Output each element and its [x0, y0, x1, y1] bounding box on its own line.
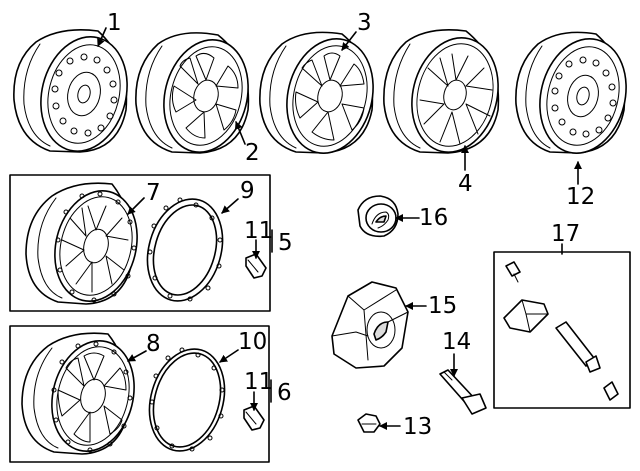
lug-nut-13[interactable]	[357, 413, 381, 433]
beadlock-wheel-7[interactable]	[25, 182, 148, 310]
callout-10: 10	[238, 329, 267, 355]
group-box-6	[9, 325, 270, 463]
center-cap-15[interactable]	[331, 281, 409, 369]
steel-wheel-12[interactable]	[515, 30, 638, 163]
callout-9: 9	[240, 178, 255, 204]
callout-7: 7	[146, 180, 161, 206]
steel-wheel-1[interactable]	[13, 28, 139, 161]
tpms-sensor-17[interactable]	[503, 261, 619, 401]
callout-15: 15	[428, 293, 457, 319]
callout-11-upper: 11	[244, 218, 273, 244]
callout-12: 12	[566, 184, 595, 210]
beadlock-ring-10[interactable]	[138, 340, 236, 460]
callout-5: 5	[278, 230, 293, 256]
leader-lines	[97, 27, 582, 430]
callout-numbers: 1 2 3 4 12 7 9 11 5 8 10 11 6 16 15 14 1…	[107, 10, 595, 440]
center-emblem-16[interactable]	[357, 195, 399, 238]
alloy-wheel-4[interactable]	[383, 29, 510, 162]
alloy-wheel-2[interactable]	[135, 31, 260, 161]
beadlock-ring-9[interactable]	[136, 190, 234, 310]
callout-13: 13	[403, 414, 432, 440]
callout-6: 6	[277, 380, 292, 406]
beadlock-wheel-8[interactable]	[21, 332, 145, 460]
callout-1: 1	[107, 10, 122, 36]
callout-11-lower: 11	[244, 369, 273, 395]
callout-2: 2	[245, 140, 260, 166]
callout-14: 14	[442, 329, 471, 355]
callout-4: 4	[458, 171, 473, 197]
callout-17: 17	[551, 221, 580, 247]
group-box-5	[9, 174, 271, 312]
alloy-wheel-3[interactable]	[259, 30, 385, 163]
valve-stem-14[interactable]	[439, 369, 487, 415]
callout-16: 16	[419, 205, 448, 231]
callout-3: 3	[357, 10, 372, 36]
callout-8: 8	[146, 331, 161, 357]
